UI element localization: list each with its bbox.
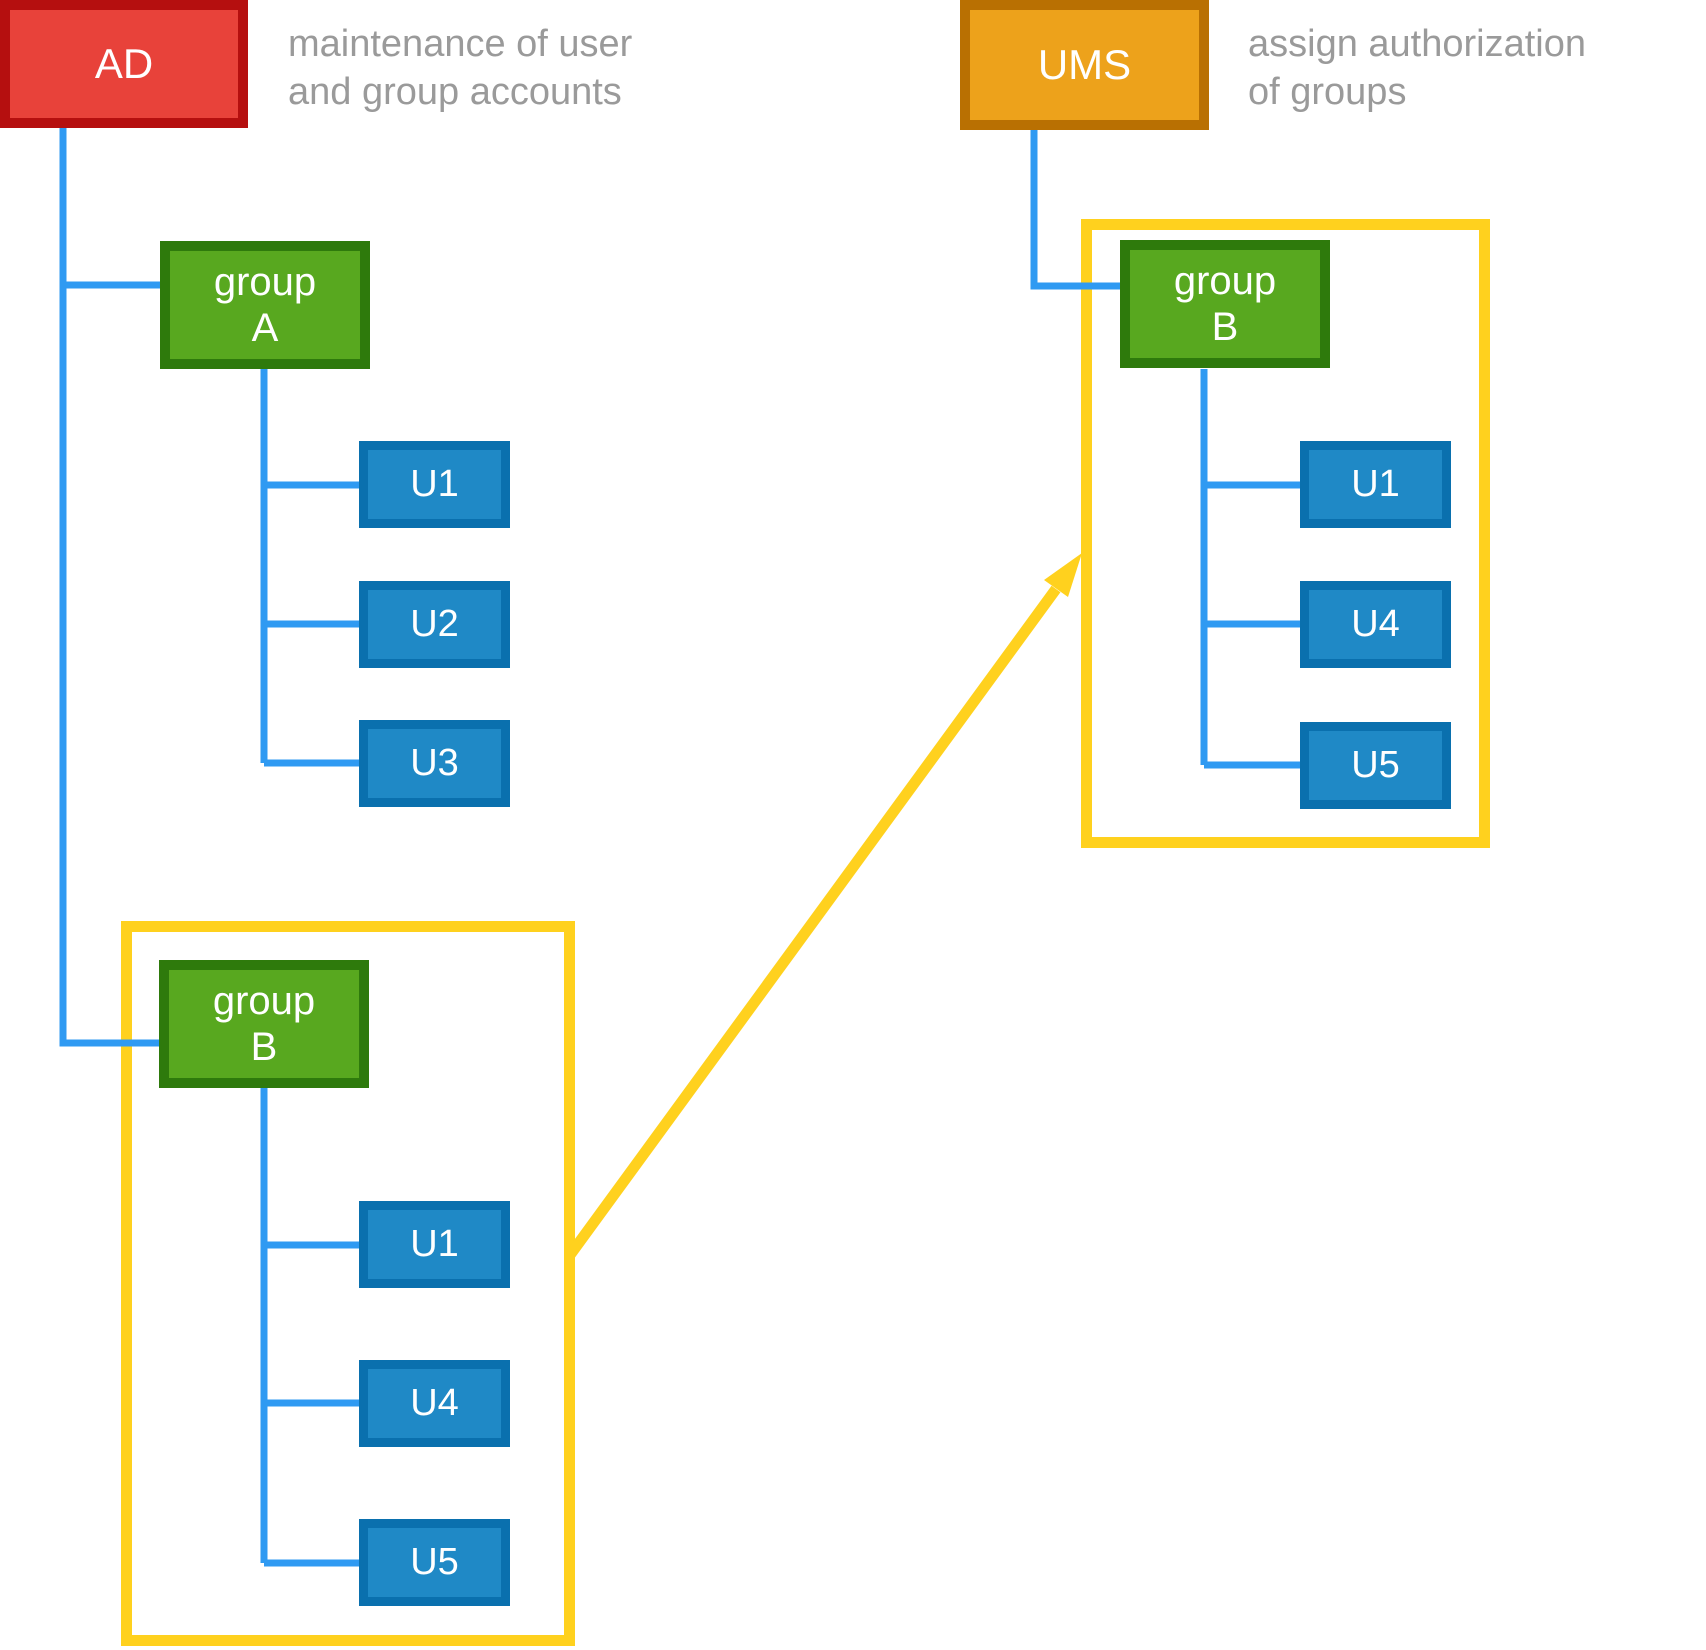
user-label: U4 (1351, 602, 1400, 645)
ad-system-label: AD (94, 39, 154, 87)
ums-caption-line2: of groups (1248, 71, 1407, 113)
highlight-frame-ums-group-b (1081, 219, 1490, 848)
ad-group-a-user-box: U3 (359, 720, 510, 807)
user-label: U4 (410, 1381, 459, 1424)
ad-group-b-user-box: U5 (359, 1519, 510, 1606)
tree-connector-lines (59, 128, 1300, 1567)
ad-group-a-user-box: U1 (359, 441, 510, 528)
ums-group-b-name: B (1211, 305, 1239, 349)
ad-group-b-title: group (212, 979, 316, 1023)
user-label: U3 (410, 741, 459, 784)
ums-caption: assign authorization of groups (1248, 20, 1586, 116)
ums-group-b-user-box: U5 (1300, 722, 1451, 809)
ums-group-b-box: group B (1120, 240, 1330, 368)
ad-group-b-user-box: U4 (359, 1360, 510, 1447)
user-label: U5 (1351, 743, 1400, 786)
ums-caption-line1: assign authorization (1248, 23, 1586, 65)
ad-group-b-name: B (250, 1025, 278, 1069)
highlight-frame-ad-group-b (121, 921, 575, 1646)
assignment-arrow (565, 553, 1082, 1259)
user-label: U5 (410, 1540, 459, 1583)
ad-group-a-user-box: U2 (359, 581, 510, 668)
ad-group-a-title: group (213, 260, 317, 304)
ad-caption-line2: and group accounts (288, 71, 622, 113)
ums-system-box: UMS (960, 0, 1209, 130)
ad-group-a-name: A (251, 306, 279, 350)
ums-group-b-user-box: U1 (1300, 441, 1451, 528)
ad-group-b-user-box: U1 (359, 1201, 510, 1288)
ad-system-box: AD (0, 0, 248, 128)
ums-group-b-user-box: U4 (1300, 581, 1451, 668)
ad-caption-line1: maintenance of user (288, 23, 633, 65)
ums-system-label: UMS (1037, 40, 1132, 88)
ad-group-a-box: group A (160, 241, 370, 369)
ad-group-b-box: group B (159, 960, 369, 1088)
ad-caption: maintenance of user and group accounts (288, 20, 632, 116)
user-label: U1 (1351, 462, 1400, 505)
user-label: U1 (410, 462, 459, 505)
user-label: U2 (410, 602, 459, 645)
user-label: U1 (410, 1222, 459, 1265)
ums-group-b-title: group (1173, 259, 1277, 303)
